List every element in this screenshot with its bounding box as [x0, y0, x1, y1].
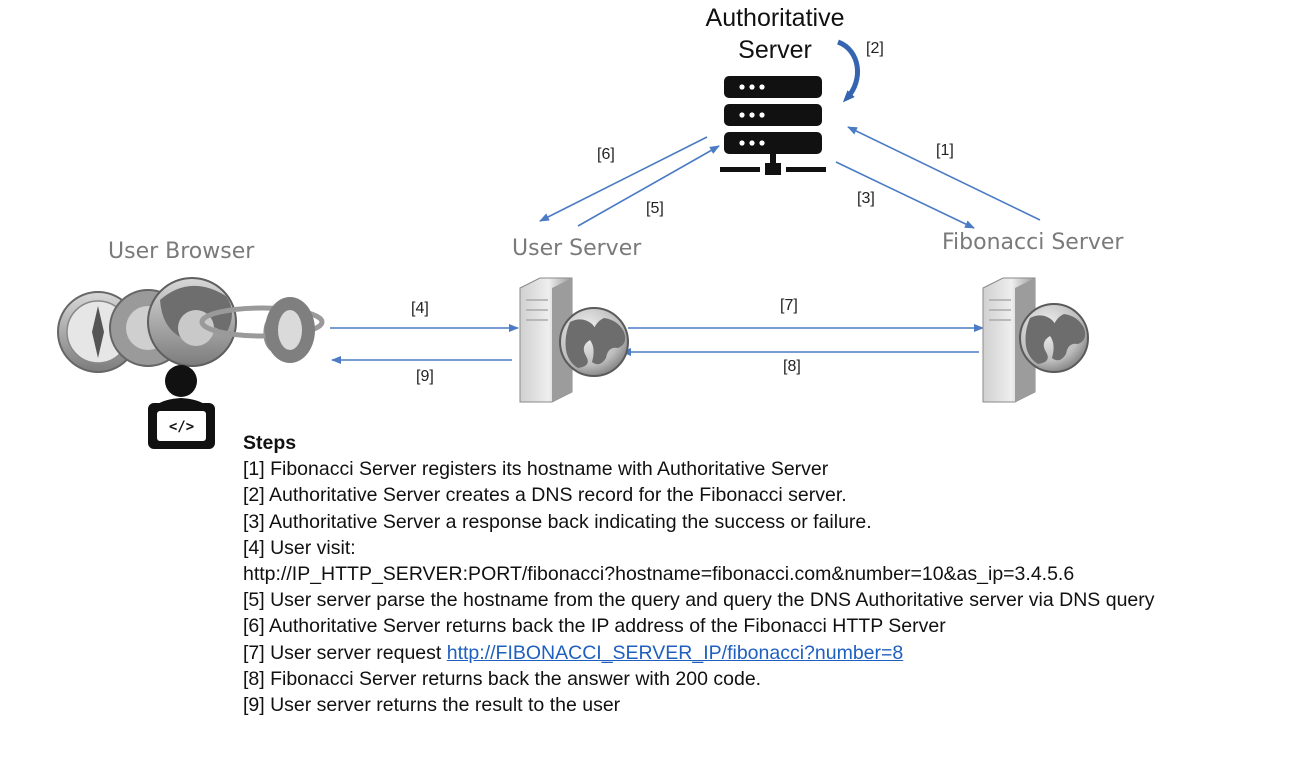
- edge-6-label: [6]: [597, 146, 615, 163]
- step-item-7: [7] User server request http://FIBONACCI…: [243, 640, 1283, 666]
- user-browser-label: User Browser: [108, 239, 255, 264]
- edge-1-label: [1]: [936, 142, 954, 159]
- edge-3-arrow: [835, 161, 975, 229]
- step-item: [5] User server parse the hostname from …: [243, 589, 1155, 612]
- user-server-label: User Server: [512, 236, 642, 261]
- user-laptop-icon: </>: [148, 365, 215, 449]
- authoritative-server-label: Authoritative Server: [665, 2, 885, 66]
- edge-6-arrow: [539, 136, 708, 222]
- fibonacci-url-link[interactable]: http://FIBONACCI_SERVER_IP/fibonacci?num…: [446, 641, 904, 664]
- edge-3-label: [3]: [857, 190, 875, 207]
- edge-2-label: [2]: [866, 40, 884, 57]
- browser-logos-icon: e: [57, 276, 325, 375]
- user-server-icon: [519, 277, 629, 403]
- edge-1-arrow: [847, 126, 1041, 221]
- steps-title: Steps: [243, 432, 297, 454]
- step-item-url: http://IP_HTTP_SERVER:PORT/fibonacci?hos…: [243, 563, 1075, 586]
- edge-5-label: [5]: [646, 200, 664, 217]
- step-item: [9] User server returns the result to th…: [243, 694, 621, 717]
- edge-5-arrow: [577, 145, 720, 227]
- server-rack-icon: [720, 76, 826, 175]
- step-item: [3] Authoritative Server a response back…: [243, 510, 872, 533]
- step-item: [6] Authoritative Server returns back th…: [243, 615, 946, 638]
- authoritative-server-label-line1: Authoritative: [705, 4, 845, 32]
- edge-8-label: [8]: [783, 358, 801, 375]
- edge-2-curved-arrow: [836, 39, 860, 103]
- step-item: [1] Fibonacci Server registers its hostn…: [243, 458, 829, 481]
- edge-7-label: [7]: [780, 297, 798, 314]
- edge-4-label: [4]: [411, 300, 429, 317]
- step-item: [8] Fibonacci Server returns back the an…: [243, 667, 762, 690]
- laptop-code-glyph: </>: [169, 419, 194, 435]
- step-item: [2] Authoritative Server creates a DNS r…: [243, 484, 847, 507]
- fibonacci-server-icon: [982, 277, 1089, 403]
- step-7-text: [7] User server request: [243, 641, 447, 664]
- fibonacci-server-label: Fibonacci Server: [942, 230, 1124, 255]
- steps-list: Steps [1] Fibonacci Server registers its…: [243, 430, 1283, 718]
- step-item: [4] User visit:: [243, 536, 356, 559]
- authoritative-server-label-line2: Server: [738, 36, 812, 64]
- edge-9-label: [9]: [416, 368, 434, 385]
